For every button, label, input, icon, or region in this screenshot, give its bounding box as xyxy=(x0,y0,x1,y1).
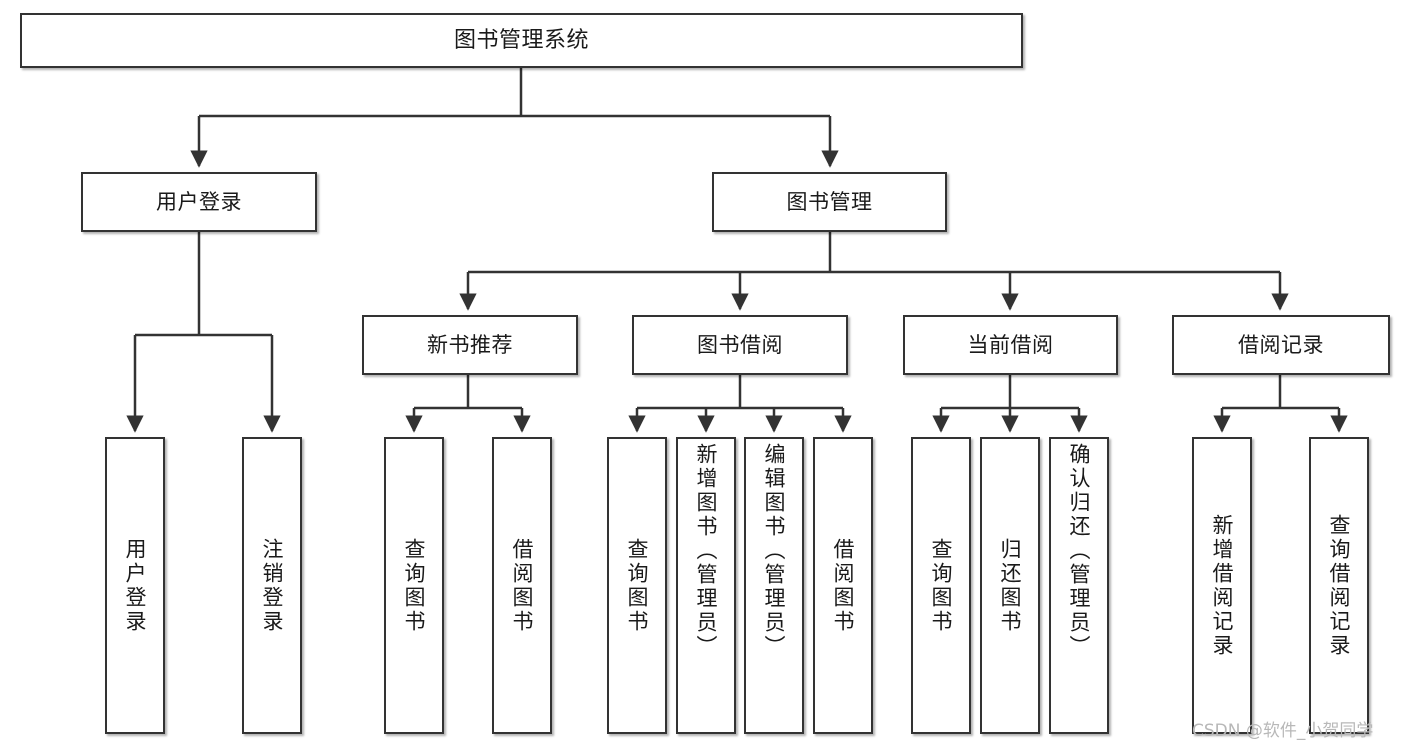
node-root-label: 图书管理系统 xyxy=(453,27,589,53)
node-user-login[interactable]: 用户登录 xyxy=(81,172,317,232)
leaf-add-record-label: 新增借阅记录 xyxy=(1210,513,1235,658)
node-book-manage-label: 图书管理 xyxy=(786,189,873,214)
leaf-borrow-book-2[interactable]: 借阅图书 xyxy=(813,437,873,734)
leaf-query-book-1-label: 查询图书 xyxy=(402,537,427,634)
node-current-borrow[interactable]: 当前借阅 xyxy=(903,315,1118,375)
leaf-confirm-return-label: 确认归还（管理员） xyxy=(1067,443,1092,659)
leaf-add-book[interactable]: 新增图书（管理员） xyxy=(676,437,736,734)
leaf-user-login[interactable]: 用户登录 xyxy=(105,437,165,734)
leaf-borrow-book-1-label: 借阅图书 xyxy=(510,537,535,634)
leaf-user-login-label: 用户登录 xyxy=(123,537,148,634)
leaf-query-book-3[interactable]: 查询图书 xyxy=(911,437,971,734)
leaf-user-logout[interactable]: 注销登录 xyxy=(242,437,302,734)
leaf-borrow-book-2-label: 借阅图书 xyxy=(831,537,856,634)
leaf-edit-book[interactable]: 编辑图书（管理员） xyxy=(744,437,804,734)
node-borrow-record-label: 借阅记录 xyxy=(1238,332,1324,357)
leaf-query-book-2[interactable]: 查询图书 xyxy=(607,437,667,734)
leaf-return-book-label: 归还图书 xyxy=(998,537,1023,634)
leaf-edit-book-label: 编辑图书（管理员） xyxy=(762,443,787,659)
watermark: CSDN @软件_小贺同学 xyxy=(1192,721,1374,741)
node-book-borrow-label: 图书借阅 xyxy=(697,332,783,357)
leaf-user-logout-label: 注销登录 xyxy=(260,537,285,634)
node-borrow-record[interactable]: 借阅记录 xyxy=(1172,315,1390,375)
node-root[interactable]: 图书管理系统 xyxy=(20,13,1023,68)
leaf-borrow-book-1[interactable]: 借阅图书 xyxy=(492,437,552,734)
leaf-return-book[interactable]: 归还图书 xyxy=(980,437,1040,734)
leaf-query-book-1[interactable]: 查询图书 xyxy=(384,437,444,734)
leaf-add-book-label: 新增图书（管理员） xyxy=(694,443,719,659)
leaf-query-record-label: 查询借阅记录 xyxy=(1327,513,1352,658)
node-book-manage[interactable]: 图书管理 xyxy=(712,172,947,232)
node-book-borrow[interactable]: 图书借阅 xyxy=(632,315,848,375)
leaf-add-record[interactable]: 新增借阅记录 xyxy=(1192,437,1252,734)
leaf-query-book-3-label: 查询图书 xyxy=(929,537,954,634)
leaf-confirm-return[interactable]: 确认归还（管理员） xyxy=(1049,437,1109,734)
leaf-query-book-2-label: 查询图书 xyxy=(625,537,650,634)
leaf-query-record[interactable]: 查询借阅记录 xyxy=(1309,437,1369,734)
node-new-book-rec-label: 新书推荐 xyxy=(427,332,513,357)
node-new-book-rec[interactable]: 新书推荐 xyxy=(362,315,578,375)
node-current-borrow-label: 当前借阅 xyxy=(967,332,1054,357)
node-user-login-label: 用户登录 xyxy=(156,189,242,214)
